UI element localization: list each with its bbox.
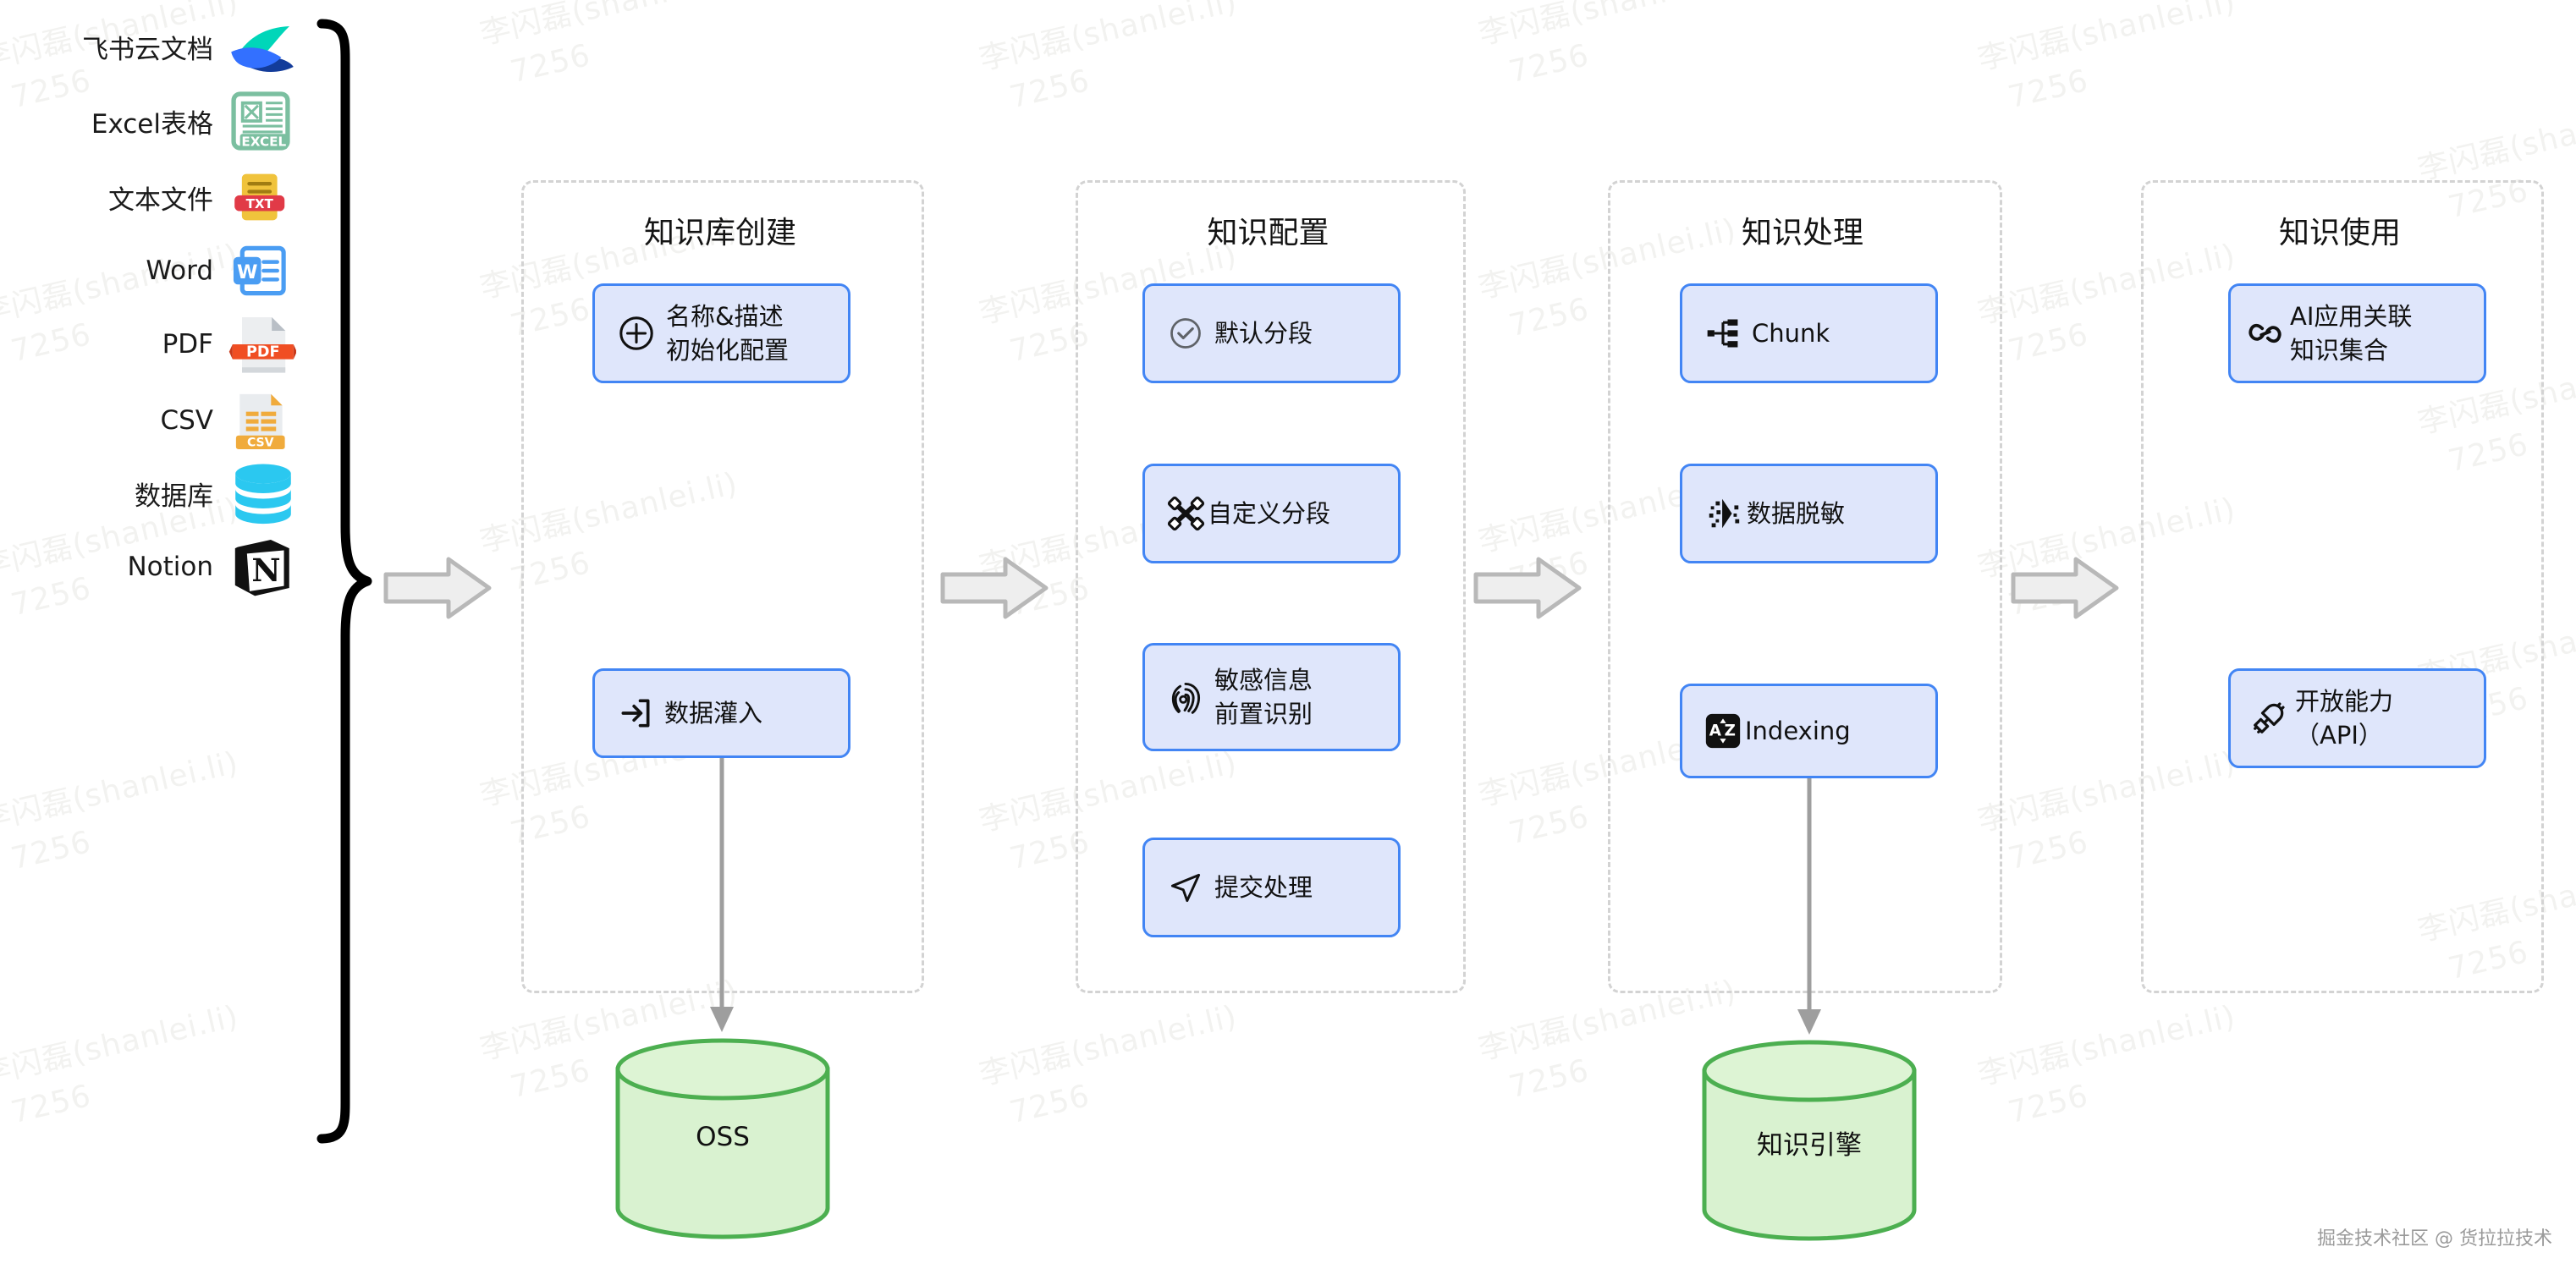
stage-title-1: 知识库创建 (643, 216, 796, 250)
node-label: 默认分段 (1214, 318, 1313, 348)
node-label: AI应用关联 知识集合 (2290, 301, 2413, 365)
node-label: 数据脱敏 (1747, 498, 1846, 528)
flow-arrow-1 (383, 554, 493, 622)
watermark-text: 李闪磊(shanlei.li) 7256 (976, 0, 1241, 121)
node-label: 敏感信息 前置识别 (1214, 665, 1313, 728)
plus-circle-icon (617, 314, 656, 353)
source-label: 数据库 (135, 481, 213, 512)
sort-az-icon: A Z (1704, 712, 1742, 750)
node-chunk[interactable]: Chunk (1680, 283, 1938, 383)
node-indexing[interactable]: A Z Indexing (1680, 684, 1938, 778)
source-label: CSV (160, 405, 213, 436)
store-oss[interactable]: OSS (613, 1037, 833, 1240)
node-sensitive-detection[interactable]: 敏感信息 前置识别 (1142, 643, 1401, 751)
node-ai-app-link[interactable]: AI应用关联 知识集合 (2228, 283, 2486, 383)
node-label: 提交处理 (1214, 872, 1313, 902)
svg-text:PDF: PDF (246, 343, 280, 360)
node-data-ingest[interactable]: 数据灌入 (592, 668, 850, 758)
source-label: Word (146, 255, 213, 286)
stage-container-2 (1076, 180, 1466, 993)
credit-text: 掘金技术社区 @ 货拉拉技术 (2317, 1228, 2552, 1250)
source-type-list: 飞书云文档 Excel表格 (0, 0, 339, 1201)
connector-ingest-to-oss (701, 753, 743, 1041)
stage-container-3 (1608, 180, 2002, 993)
connector-indexing-to-engine (1788, 774, 1830, 1041)
stage-title-4: 知识使用 (2278, 216, 2401, 250)
flow-arrow-2 (939, 554, 1049, 622)
source-item-excel[interactable]: Excel表格 EXCEL (0, 74, 339, 168)
source-item-word[interactable]: Word W (0, 224, 339, 317)
svg-text:EXCEL: EXCEL (241, 135, 286, 150)
watermark-text: 李闪磊(shanlei.li) 7256 (476, 0, 741, 91)
stage-title-3: 知识处理 (1741, 216, 1863, 250)
source-item-database[interactable]: 数据库 (0, 447, 339, 540)
database-icon (228, 447, 330, 540)
source-item-notion[interactable]: Notion N (0, 520, 339, 613)
watermark-text: 李闪磊(shanlei.li) 7256 (1974, 0, 2239, 121)
node-submit-process[interactable]: 提交处理 (1142, 838, 1401, 937)
node-label: 开放能力 （API） (2295, 686, 2394, 750)
svg-text:W: W (237, 261, 257, 283)
feishu-icon (228, 0, 330, 93)
source-item-pdf[interactable]: PDF PDF (0, 298, 339, 391)
store-knowledge-engine[interactable]: 知识引擎 (1699, 1039, 1919, 1242)
node-label: 名称&描述 初始化配置 (666, 301, 790, 365)
svg-text:CSV: CSV (247, 436, 274, 449)
split-branch-icon (1704, 315, 1742, 352)
node-default-chunking[interactable]: 默认分段 (1142, 283, 1401, 383)
source-group-brace (315, 19, 374, 1144)
fingerprint-icon (1167, 678, 1204, 716)
node-custom-chunking[interactable]: 自定义分段 (1142, 464, 1401, 563)
check-circle-icon (1167, 315, 1204, 352)
flow-arrow-4 (2010, 554, 2120, 622)
pdf-icon: PDF (228, 298, 330, 391)
watermark-text: 李闪磊(shanlei.li) 7256 (1974, 999, 2239, 1136)
svg-text:Z: Z (1725, 722, 1736, 740)
source-label: Excel表格 (91, 108, 213, 140)
send-icon (1167, 869, 1204, 906)
watermark-text: 李闪磊(shanlei.li) 7256 (1475, 0, 1740, 91)
stage-title-2: 知识配置 (1207, 216, 1329, 250)
word-icon: W (228, 224, 330, 317)
txt-icon: TXT (228, 151, 330, 244)
link-chain-icon (2246, 314, 2285, 353)
node-data-masking[interactable]: 数据脱敏 (1680, 464, 1938, 563)
stage-container-4 (2141, 180, 2544, 993)
node-label: 自定义分段 (1208, 498, 1331, 528)
source-item-text[interactable]: 文本文件 TXT (0, 151, 339, 244)
node-label: Indexing (1745, 716, 1851, 745)
plug-api-icon (2249, 699, 2288, 738)
node-label: 数据灌入 (664, 698, 763, 728)
watermark-text: 李闪磊(shanlei.li) 7256 (976, 999, 1241, 1136)
svg-text:N: N (251, 552, 280, 589)
notion-icon: N (228, 520, 330, 613)
source-item-feishu[interactable]: 飞书云文档 (0, 0, 339, 93)
scissors-cut-icon (1167, 494, 1206, 533)
svg-text:A: A (1709, 722, 1722, 740)
source-item-csv[interactable]: CSV CSV (0, 374, 339, 467)
excel-icon: EXCEL (228, 74, 330, 168)
source-label: 飞书云文档 (82, 34, 213, 65)
store-label: OSS (696, 1122, 750, 1152)
store-label: 知识引擎 (1757, 1130, 1862, 1161)
node-label: Chunk (1752, 318, 1830, 348)
source-label: Notion (127, 552, 213, 582)
node-open-api[interactable]: 开放能力 （API） (2228, 668, 2486, 768)
flow-arrow-3 (1472, 554, 1582, 622)
node-name-description[interactable]: 名称&描述 初始化配置 (592, 283, 850, 383)
source-label: 文本文件 (108, 184, 213, 216)
pixel-mask-icon (1704, 494, 1743, 533)
login-arrow-icon (617, 695, 654, 732)
csv-icon: CSV (228, 374, 330, 467)
source-label: PDF (162, 329, 213, 360)
svg-text:TXT: TXT (246, 196, 274, 212)
